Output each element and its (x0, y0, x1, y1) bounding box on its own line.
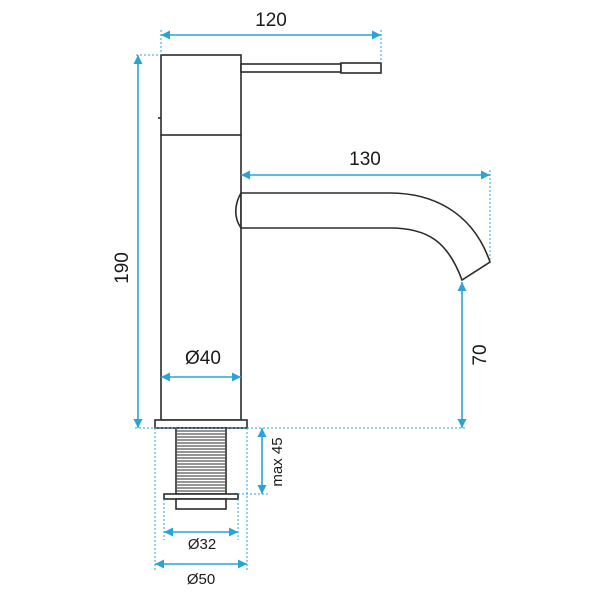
handle-cap (160, 54, 242, 136)
label-total-height: 190 (112, 252, 133, 284)
lever-arm (240, 63, 342, 73)
label-body-diameter: Ø40 (185, 348, 221, 369)
label-thread-diameter: Ø32 (188, 536, 216, 553)
base-ring (154, 419, 248, 429)
dimension-labels: 120 130 190 70 Ø40 max 45 Ø32 Ø50 (112, 10, 491, 588)
label-lever-reach: 120 (255, 10, 287, 31)
faucet-outline (154, 54, 491, 510)
spout (240, 192, 491, 282)
mounting-nut (175, 498, 227, 510)
lever-tip (340, 62, 382, 74)
label-spout-reach: 130 (349, 149, 381, 170)
label-base-diameter: Ø50 (187, 571, 215, 588)
label-max-deck: max 45 (269, 437, 286, 486)
threaded-shank (175, 427, 227, 495)
label-spout-height: 70 (470, 344, 491, 365)
spout-mouth-curve (234, 192, 242, 229)
dimension-lines (133, 30, 490, 569)
